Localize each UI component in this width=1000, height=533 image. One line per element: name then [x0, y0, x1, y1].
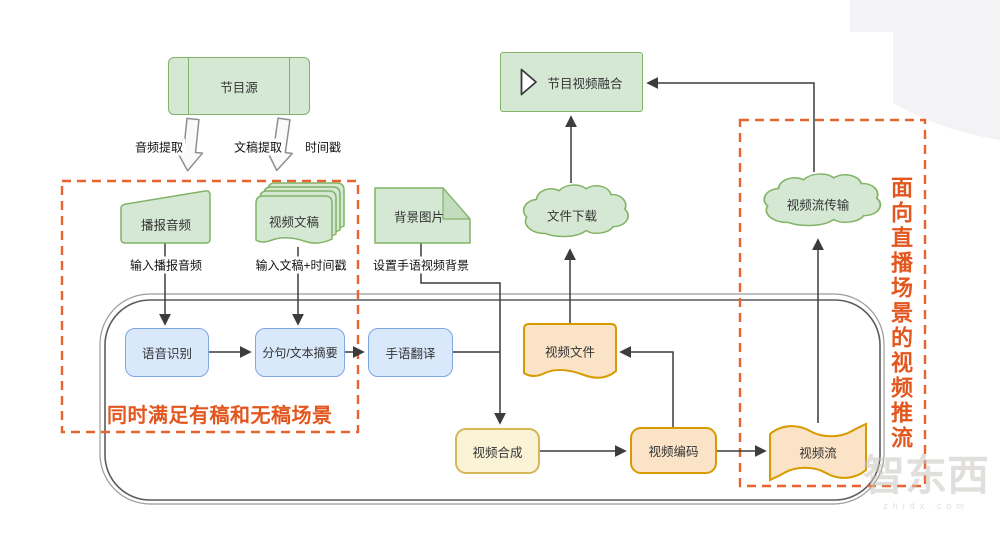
node-sentence-split-summary-label: 分句/文本摘要: [262, 346, 338, 360]
edge-label-script-extraction: 文稿提取: [231, 138, 285, 156]
cassette-right-line: [289, 58, 290, 114]
node-broadcast-audio-label: 播报音频: [140, 218, 192, 233]
node-video-synthesis: 视频合成: [455, 428, 540, 474]
node-speech-recognition: 语音识别: [125, 328, 209, 377]
edge-label-input-script-timestamp: 输入文稿+时间戳: [253, 256, 349, 274]
edge-label-timestamp: 时间戳: [302, 138, 344, 156]
node-sentence-split-summary: 分句/文本摘要: [255, 328, 345, 377]
node-program-source: 节目源: [168, 57, 310, 115]
edge-label-set-sign-video-background: 设置手语视频背景: [370, 256, 472, 274]
watermark: 智东西 zhidx.com: [856, 452, 996, 512]
node-video-encoding: 视频编码: [630, 427, 717, 474]
node-background-image-label: 背景图片: [393, 210, 445, 225]
node-sign-language-translation-label: 手语翻译: [385, 347, 436, 361]
play-icon: [521, 68, 538, 96]
annotation-scripted-and-unscripted: 同时满足有稿和无稿场景: [107, 405, 333, 427]
node-video-file-label: 视频文件: [544, 345, 596, 360]
node-sign-language-translation: 手语翻译: [368, 328, 453, 377]
node-video-stream-label: 视频流: [799, 446, 837, 461]
annotation-live-streaming: 面向直播场景的视频推流: [888, 176, 913, 451]
node-video-script-label: 视频文稿: [268, 215, 320, 230]
node-program-video-fusion-label: 节目视频融合: [547, 76, 623, 91]
connector-transmission-to-fusion: [646, 77, 815, 172]
edge-label-audio-extraction: 音频提取: [132, 138, 186, 156]
node-program-video-fusion: 节目视频融合: [500, 52, 643, 112]
node-video-encoding-label: 视频编码: [648, 445, 699, 459]
cassette-left-line: [188, 58, 189, 114]
watermark-domain: zhidx.com: [883, 501, 969, 512]
node-file-download-label: 文件下载: [546, 209, 598, 224]
node-video-stream-transmission-label: 视频流传输: [786, 198, 850, 213]
node-speech-recognition-label: 语音识别: [141, 347, 192, 361]
watermark-logo: 智东西: [862, 452, 989, 499]
edge-label-input-broadcast-audio: 输入播报音频: [127, 256, 205, 274]
node-video-synthesis-label: 视频合成: [472, 445, 523, 460]
connector-encoding-to-videofile: [619, 346, 674, 427]
corner-decoration: [850, 0, 1000, 140]
node-program-source-label: 节目源: [220, 80, 258, 95]
